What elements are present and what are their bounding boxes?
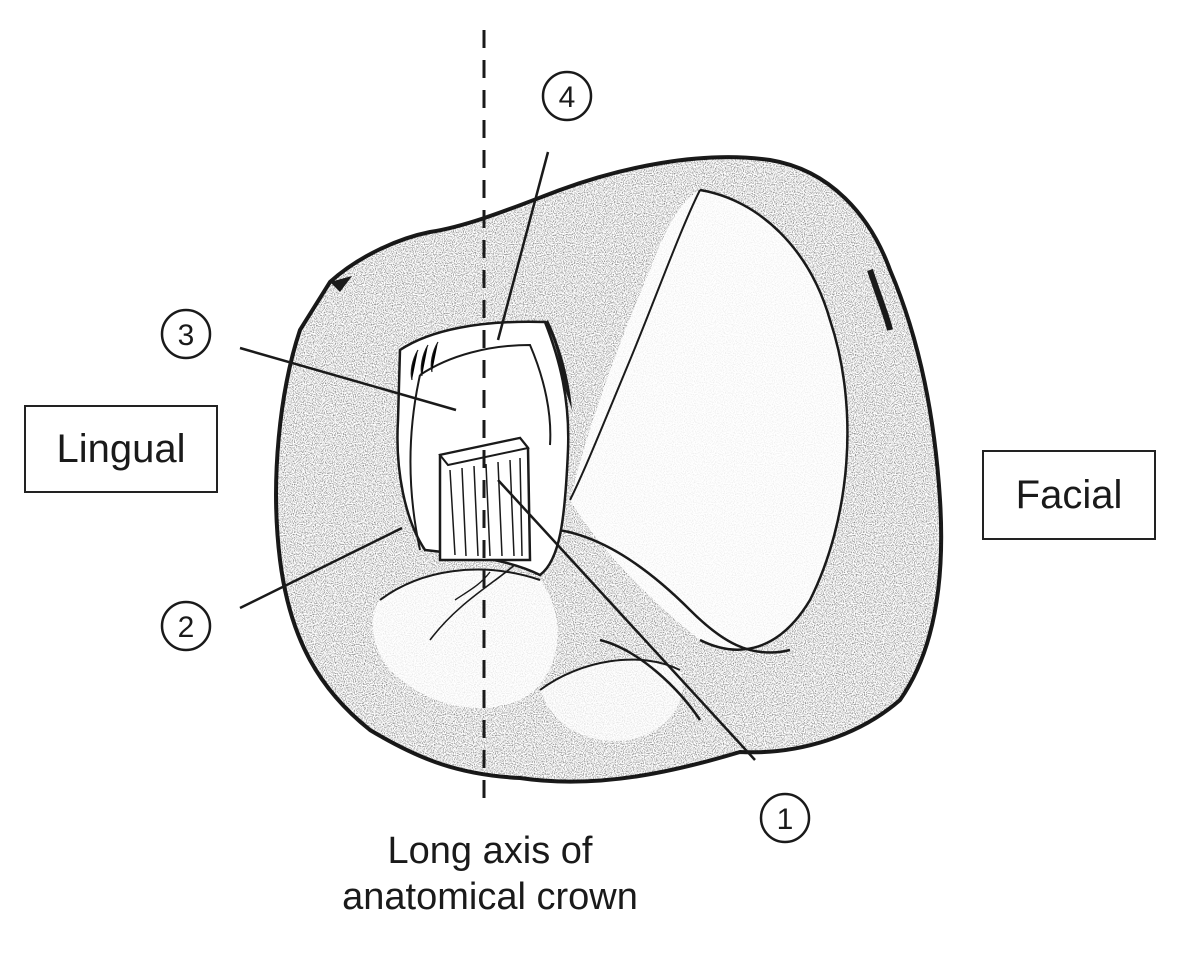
svg-text:2: 2 [178, 611, 195, 644]
callout-1: 1 [761, 794, 809, 842]
svg-text:3: 3 [178, 319, 195, 352]
lingual-label: Lingual [24, 405, 218, 493]
callout-3: 3 [162, 310, 210, 358]
axis-caption-line1: Long axis of [250, 828, 730, 874]
callout-4: 4 [543, 72, 591, 120]
axis-caption-line2: anatomical crown [250, 874, 730, 920]
facial-label: Facial [982, 450, 1156, 540]
cavity-preparation [397, 320, 572, 575]
svg-text:1: 1 [777, 803, 794, 836]
tooth-crown [270, 150, 950, 790]
callout-2: 2 [162, 602, 210, 650]
svg-text:4: 4 [559, 81, 576, 114]
